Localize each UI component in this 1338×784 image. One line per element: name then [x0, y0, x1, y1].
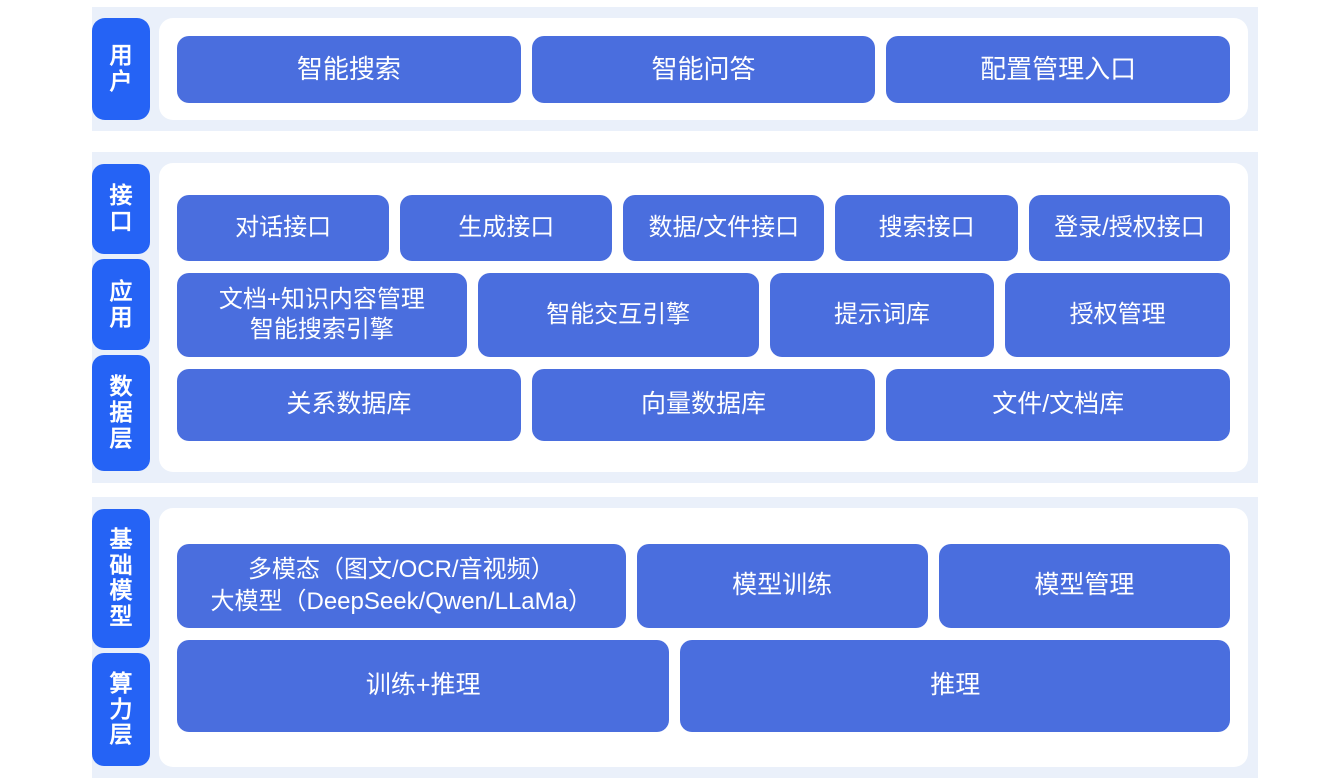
- box-smart-qa[interactable]: 智能问答: [531, 35, 876, 103]
- box-multimodal-large-model[interactable]: 多模态（图文/OCR/音视频） 大模型（DeepSeek/Qwen/LLaMa）: [177, 543, 626, 628]
- box-generation-api[interactable]: 生成接口: [400, 194, 613, 261]
- tab-compute-layer-char-2: 层: [109, 721, 133, 748]
- tab-user-char-0: 用: [109, 42, 133, 69]
- tab-compute-layer-char-0: 算: [109, 669, 133, 696]
- tab-data-layer-char-2: 层: [109, 424, 133, 451]
- tab-foundation-model-char-0: 基: [109, 525, 133, 552]
- box-training-inference[interactable]: 训练+推理: [177, 639, 670, 732]
- row-compute: 训练+推理 推理: [177, 639, 1230, 732]
- section-middle-card: 对话接口 生成接口 数据/文件接口 搜索接口 登录/授权接口 文档+知识内容管理…: [159, 163, 1248, 472]
- tab-foundation-model-char-2: 模: [109, 577, 133, 604]
- section-user-card: 智能搜索 智能问答 配置管理入口: [159, 18, 1248, 120]
- box-prompt-library[interactable]: 提示词库: [769, 272, 995, 357]
- tab-application-char-0: 应: [109, 277, 133, 304]
- tab-interface-char-1: 口: [109, 208, 133, 235]
- box-model-management[interactable]: 模型管理: [938, 543, 1230, 628]
- section-bottom: 基 础 模 型 算 力 层 多模态（图文/OCR/音视频） 大模型（DeepSe…: [92, 497, 1258, 778]
- row-data: 关系数据库 向量数据库 文件/文档库: [177, 368, 1231, 441]
- section-bottom-card: 多模态（图文/OCR/音视频） 大模型（DeepSeek/Qwen/LLaMa）…: [159, 508, 1248, 767]
- tab-compute-layer[interactable]: 算 力 层: [92, 652, 150, 766]
- section-user: 用 户 智能搜索 智能问答 配置管理入口: [92, 7, 1258, 131]
- tab-foundation-model[interactable]: 基 础 模 型: [92, 509, 150, 648]
- box-file-document-store[interactable]: 文件/文档库: [886, 368, 1231, 441]
- box-doc-knowledge-search-engine[interactable]: 文档+知识内容管理 智能搜索引擎: [177, 272, 467, 357]
- row-model: 多模态（图文/OCR/音视频） 大模型（DeepSeek/Qwen/LLaMa）…: [177, 543, 1230, 628]
- row-user-entries: 智能搜索 智能问答 配置管理入口: [177, 35, 1231, 103]
- tab-interface[interactable]: 接 口: [92, 164, 150, 255]
- section-middle-tab-column: 接 口 应 用 数 据 层: [92, 152, 150, 483]
- tab-user-char-1: 户: [109, 68, 133, 94]
- tab-application-char-1: 用: [109, 303, 133, 330]
- box-inference[interactable]: 推理: [680, 639, 1230, 732]
- row-application: 文档+知识内容管理 智能搜索引擎 智能交互引擎 提示词库 授权管理: [177, 272, 1230, 357]
- tab-application[interactable]: 应 用: [92, 259, 150, 350]
- row-interface: 对话接口 生成接口 数据/文件接口 搜索接口 登录/授权接口: [177, 194, 1230, 261]
- box-vector-database[interactable]: 向量数据库: [531, 368, 876, 441]
- box-smart-search[interactable]: 智能搜索: [177, 35, 521, 103]
- section-bottom-tab-column: 基 础 模 型 算 力 层: [92, 497, 150, 778]
- tab-data-layer-char-0: 数: [109, 373, 133, 400]
- tab-foundation-model-char-1: 础: [109, 551, 133, 578]
- tab-data-layer-char-1: 据: [109, 399, 133, 426]
- box-authorization-management[interactable]: 授权管理: [1005, 272, 1230, 357]
- box-dialog-api[interactable]: 对话接口: [177, 194, 390, 261]
- section-user-tab-column: 用 户: [92, 7, 150, 131]
- box-smart-interaction-engine[interactable]: 智能交互引擎: [477, 272, 759, 357]
- tab-foundation-model-char-3: 型: [109, 603, 133, 630]
- box-search-api[interactable]: 搜索接口: [835, 194, 1018, 261]
- tab-compute-layer-char-1: 力: [109, 695, 133, 722]
- box-login-auth-api[interactable]: 登录/授权接口: [1028, 194, 1230, 261]
- box-config-management-entry[interactable]: 配置管理入口: [886, 35, 1231, 103]
- section-middle: 接 口 应 用 数 据 层 对话接口 生成接口 数据/文件接口 搜索接口 登录/…: [92, 152, 1258, 483]
- tab-user[interactable]: 用 户: [92, 18, 150, 120]
- box-data-file-api[interactable]: 数据/文件接口: [623, 194, 825, 261]
- box-relational-database[interactable]: 关系数据库: [177, 368, 521, 441]
- tab-data-layer[interactable]: 数 据 层: [92, 354, 150, 472]
- box-model-training[interactable]: 模型训练: [636, 543, 928, 628]
- tab-interface-char-0: 接: [109, 182, 133, 209]
